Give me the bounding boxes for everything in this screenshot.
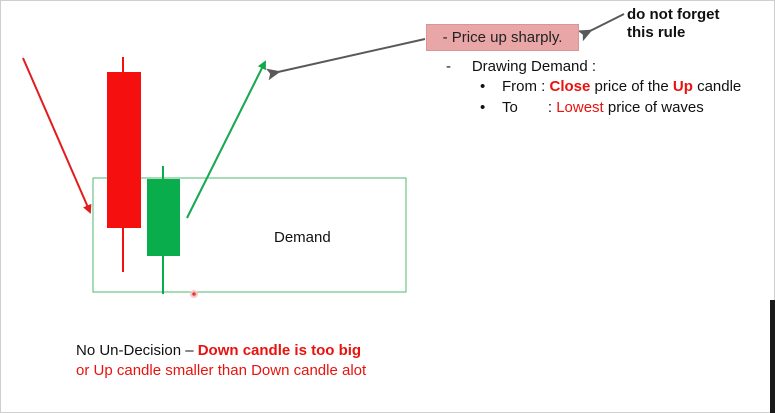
from-label: From : — [502, 78, 550, 95]
up-candle-body — [147, 179, 180, 256]
drawing-demand-to: • To: Lowest price of waves — [480, 99, 704, 116]
from-mid-text: price of the — [590, 78, 673, 95]
note-line-2: or Up candle smaller than Down candle al… — [76, 362, 367, 379]
down-candle-body — [107, 72, 141, 228]
from-up-highlight: Up — [672, 78, 693, 95]
to-label: To — [502, 99, 518, 116]
note-highlight: Down candle is too big — [197, 342, 362, 359]
to-colon: : — [547, 99, 557, 116]
price-down-arrow — [22, 57, 92, 214]
rule-reminder-line-2: this rule — [627, 24, 686, 41]
rule-reminder-line-1: do not forget — [627, 6, 720, 23]
price-up-arrow — [186, 60, 266, 219]
drawing-demand-title-text: Drawing Demand : — [471, 58, 597, 75]
cursor-dot — [192, 292, 196, 296]
demand-zone-box — [92, 177, 407, 293]
slide-edge-bar — [770, 300, 775, 413]
drawing-demand-title: - Drawing Demand : — [446, 58, 597, 75]
note-line-1: No Un-Decision – Down candle is too big — [76, 342, 361, 359]
from-close-highlight: Close — [549, 78, 591, 95]
rule-pointer-arrow — [577, 13, 625, 42]
to-lowest-highlight: Lowest — [556, 99, 604, 116]
drawing-demand-from: • From : Close price of the Up candle — [480, 78, 741, 95]
bullet-to: • — [480, 99, 486, 116]
note-prefix: No Un-Decision – — [76, 342, 198, 359]
rule-reminder: do not forget this rule — [627, 6, 719, 42]
price-up-badge: - Price up sharply. — [426, 24, 579, 51]
badge-pointer-arrow — [265, 38, 426, 81]
from-end-text: candle — [692, 78, 742, 95]
bullet-from: • — [480, 78, 486, 95]
demand-zone-label: Demand — [274, 229, 331, 246]
to-end-text: price of waves — [603, 99, 704, 116]
